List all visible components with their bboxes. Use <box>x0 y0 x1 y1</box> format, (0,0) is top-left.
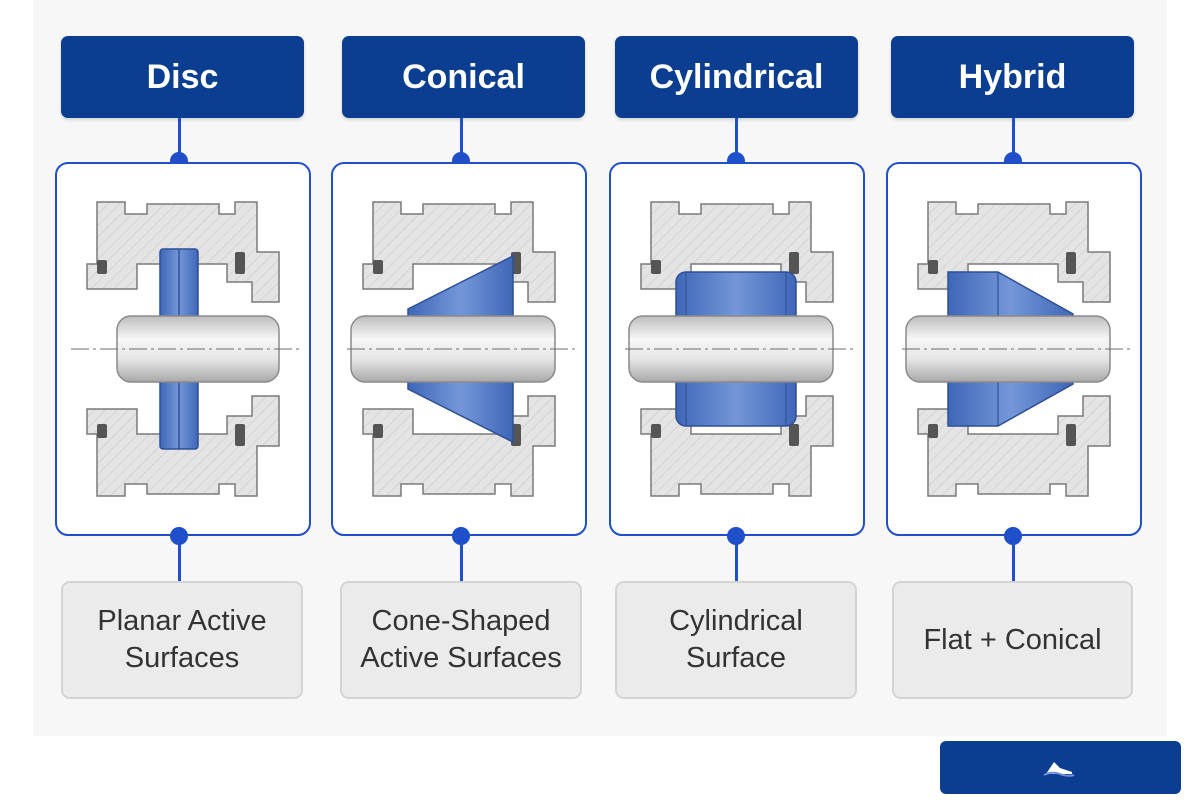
caption-disc-text: Planar Active Surfaces <box>97 605 267 674</box>
drawing-frame-conical <box>331 162 587 536</box>
disc-section-drawing <box>71 201 299 497</box>
seal-ring-upper <box>789 252 799 274</box>
title-disc-text: Disc <box>146 57 219 96</box>
seal-left-upper <box>651 260 661 274</box>
title-cylindrical-text: Cylindrical <box>649 57 824 96</box>
title-hybrid: Hybrid <box>891 36 1134 118</box>
footer-badge <box>940 741 1181 794</box>
seal-left-upper <box>373 260 383 274</box>
seal-ring-upper <box>235 252 245 274</box>
title-cylindrical: Cylindrical <box>615 36 858 118</box>
connector-bottom-disc <box>178 536 181 581</box>
caption-conical: Cone-Shaped Active Surfaces <box>340 581 582 699</box>
wave-logo-icon <box>1043 762 1075 777</box>
drawing-frame-hybrid <box>886 162 1142 536</box>
conical-section-drawing <box>347 201 575 497</box>
title-conical: Conical <box>342 36 585 118</box>
title-hybrid-text: Hybrid <box>958 57 1067 96</box>
title-conical-text: Conical <box>402 57 525 96</box>
caption-hybrid-text: Flat + Conical <box>923 623 1102 656</box>
seal-left-lower <box>373 424 383 438</box>
seal-left-upper <box>928 260 938 274</box>
seal-left-lower <box>651 424 661 438</box>
caption-conical-text: Cone-Shaped Active Surfaces <box>360 605 562 674</box>
seal-ring-lower <box>789 424 799 446</box>
hybrid-section-drawing <box>902 201 1130 497</box>
cylindrical-section-drawing <box>625 201 853 497</box>
caption-cylindrical-text: Cylindrical Surface <box>669 605 803 674</box>
title-disc: Disc <box>61 36 304 118</box>
seal-ring-upper <box>1066 252 1076 274</box>
seal-left-lower <box>928 424 938 438</box>
caption-hybrid: Flat + Conical <box>892 581 1133 699</box>
caption-cylindrical: Cylindrical Surface <box>615 581 857 699</box>
connector-bottom-cylindrical <box>735 536 738 581</box>
connector-bottom-conical <box>460 536 463 581</box>
connector-top-conical <box>460 118 463 162</box>
seal-left-upper <box>97 260 107 274</box>
caption-disc: Planar Active Surfaces <box>61 581 303 699</box>
connector-top-cylindrical <box>735 118 738 162</box>
seal-ring-lower <box>235 424 245 446</box>
drawing-frame-cylindrical <box>609 162 865 536</box>
connector-bottom-hybrid <box>1012 536 1015 581</box>
seal-ring-lower <box>1066 424 1076 446</box>
connector-top-disc <box>178 118 181 162</box>
seal-left-lower <box>97 424 107 438</box>
connector-top-hybrid <box>1012 118 1015 162</box>
drawing-frame-disc <box>55 162 311 536</box>
